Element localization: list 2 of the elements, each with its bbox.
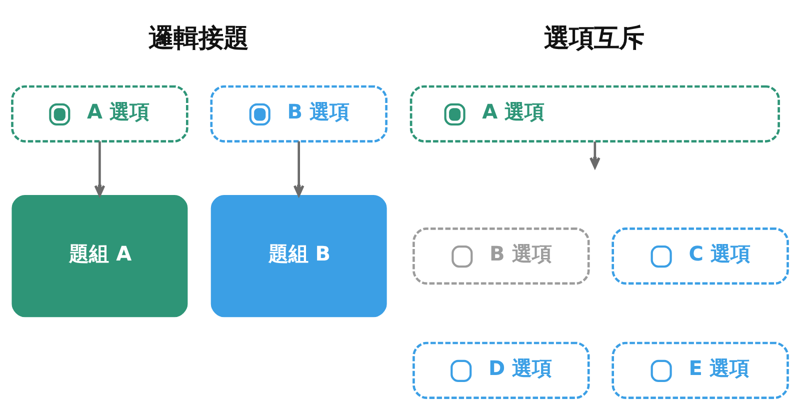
label: 邏輯接題: [148, 23, 249, 52]
label: 選項互斥: [544, 23, 644, 52]
